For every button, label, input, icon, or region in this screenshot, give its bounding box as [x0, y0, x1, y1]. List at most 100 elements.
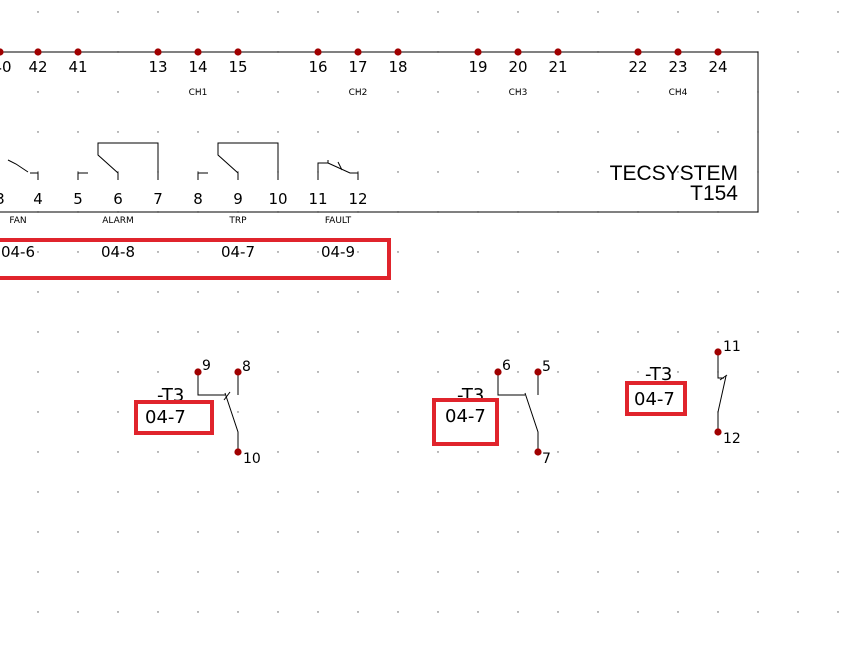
contact-mark: [719, 374, 728, 381]
grid-dot: [477, 491, 479, 493]
group-label: ALARM: [102, 216, 134, 226]
terminal-dot[interactable]: [354, 48, 362, 56]
grid-dot: [637, 91, 639, 93]
grid-dot: [357, 171, 359, 173]
cross-ref-link[interactable]: 04-9: [321, 243, 355, 261]
grid-dot: [437, 331, 439, 333]
grid-dot: [197, 11, 199, 13]
grid-dot: [477, 91, 479, 93]
grid-dot: [357, 331, 359, 333]
terminal-dot[interactable]: [74, 48, 82, 56]
grid-dot: [517, 411, 519, 413]
pin-number: 14: [188, 58, 207, 76]
grid-dot: [197, 331, 199, 333]
terminal-dot[interactable]: [234, 48, 242, 56]
grid-dot: [837, 131, 839, 133]
grid-dot: [117, 411, 119, 413]
grid-dot: [357, 611, 359, 613]
pin-number: 10: [243, 451, 261, 467]
grid-dot: [437, 131, 439, 133]
grid-dot: [157, 291, 159, 293]
terminal-dot[interactable]: [394, 48, 402, 56]
grid-dot: [197, 451, 199, 453]
grid-dot: [237, 571, 239, 573]
terminal-dot[interactable]: [674, 48, 682, 56]
terminal-dot[interactable]: [194, 368, 202, 376]
cross-ref-link[interactable]: 04-7: [145, 407, 186, 428]
grid-dot: [357, 531, 359, 533]
contact-mark: [223, 391, 231, 401]
grid-dot: [397, 251, 399, 253]
terminal-dot[interactable]: [234, 368, 242, 376]
cross-ref-link[interactable]: 04-7: [221, 243, 255, 261]
grid-dot: [757, 331, 759, 333]
grid-dot: [557, 291, 559, 293]
grid-dot: [797, 291, 799, 293]
grid-dot: [837, 611, 839, 613]
grid-dot: [277, 371, 279, 373]
grid-dot: [637, 571, 639, 573]
grid-dot: [317, 11, 319, 13]
grid-dot: [437, 491, 439, 493]
terminal-dot[interactable]: [494, 368, 502, 376]
terminal-dot[interactable]: [314, 48, 322, 56]
terminal-dot[interactable]: [474, 48, 482, 56]
grid-dot: [797, 91, 799, 93]
grid-dot: [837, 571, 839, 573]
terminal-dot[interactable]: [534, 368, 542, 376]
terminal-dot[interactable]: [194, 48, 202, 56]
grid-dot: [397, 491, 399, 493]
grid-dot: [357, 91, 359, 93]
grid-dot: [157, 131, 159, 133]
grid-dot: [597, 251, 599, 253]
group-label: FAULT: [325, 216, 352, 226]
grid-dot: [157, 571, 159, 573]
terminal-dot[interactable]: [154, 48, 162, 56]
contact-wire: [717, 352, 727, 432]
grid-dot: [557, 571, 559, 573]
grid-dot: [477, 331, 479, 333]
terminal-dot[interactable]: [634, 48, 642, 56]
grid-dot: [757, 11, 759, 13]
grid-dot: [237, 531, 239, 533]
grid-dot: [277, 11, 279, 13]
cross-ref-link[interactable]: 04-8: [101, 243, 135, 261]
cross-ref-link[interactable]: 04-7: [445, 406, 486, 427]
pin-number: 13: [148, 58, 167, 76]
grid-dot: [597, 331, 599, 333]
terminal-dot[interactable]: [0, 48, 4, 56]
contact-t3-trp: 9 8 10 -T3 04-7: [134, 358, 261, 467]
grid-dot: [317, 251, 319, 253]
pin-number: 9: [202, 358, 211, 374]
terminal-dot[interactable]: [234, 448, 242, 456]
grid-dot: [197, 531, 199, 533]
terminal-dot[interactable]: [554, 48, 562, 56]
grid-dot: [437, 571, 439, 573]
cross-ref-link[interactable]: 04-6: [1, 243, 35, 261]
terminal-dot[interactable]: [714, 48, 722, 56]
grid-dot: [357, 371, 359, 373]
pin-number: 24: [708, 58, 727, 76]
contact-wire: [497, 372, 539, 452]
grid-dot: [37, 371, 39, 373]
grid-dot: [597, 291, 599, 293]
grid-dot: [477, 451, 479, 453]
grid-dot: [117, 531, 119, 533]
grid-dot: [197, 611, 199, 613]
grid-dot: [437, 11, 439, 13]
grid-dot: [717, 531, 719, 533]
grid-dot: [437, 371, 439, 373]
grid-dot: [517, 131, 519, 133]
terminal-dot[interactable]: [714, 348, 722, 356]
terminal-dot[interactable]: [534, 448, 542, 456]
grid-dot: [637, 171, 639, 173]
terminal-dot[interactable]: [514, 48, 522, 56]
grid-dot: [477, 611, 479, 613]
grid-dot: [677, 371, 679, 373]
grid-dot: [117, 491, 119, 493]
grid-dot: [437, 611, 439, 613]
grid-dot: [237, 11, 239, 13]
terminal-dot[interactable]: [714, 428, 722, 436]
cross-ref-link[interactable]: 04-7: [634, 389, 675, 410]
terminal-dot[interactable]: [34, 48, 42, 56]
